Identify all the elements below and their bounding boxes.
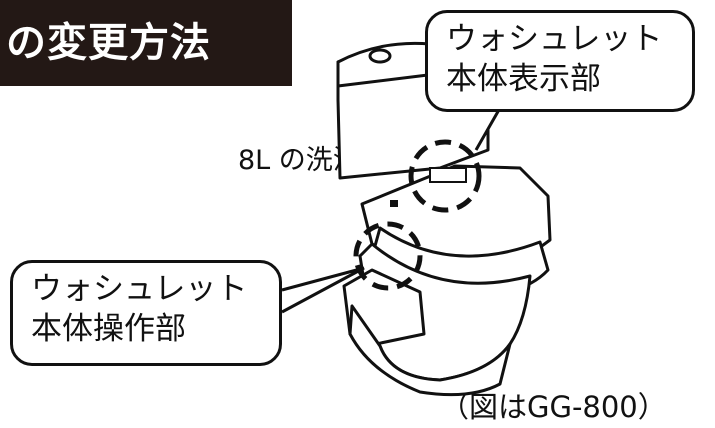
figure-caption: （図はGG-800） bbox=[440, 390, 667, 424]
highlight-circle-display bbox=[408, 139, 482, 213]
callout-panel: ウォシュレット 本体操作部 bbox=[10, 260, 282, 366]
display-panel bbox=[429, 167, 467, 183]
section-title: の変更方法 bbox=[0, 0, 292, 86]
callout-display-line1: ウォシュレット bbox=[446, 21, 663, 57]
callout-pointer-panel bbox=[281, 266, 365, 314]
flush-handle bbox=[368, 48, 392, 64]
callout-display: ウォシュレット 本体表示部 bbox=[425, 10, 695, 112]
highlight-circle-panel bbox=[353, 221, 423, 291]
toilet-base bbox=[348, 304, 512, 397]
callout-panel-line2: 本体操作部 bbox=[31, 311, 186, 347]
sensor-dot bbox=[390, 200, 398, 207]
callout-panel-line1: ウォシュレット bbox=[31, 271, 248, 307]
callout-display-line2: 本体表示部 bbox=[446, 61, 601, 97]
